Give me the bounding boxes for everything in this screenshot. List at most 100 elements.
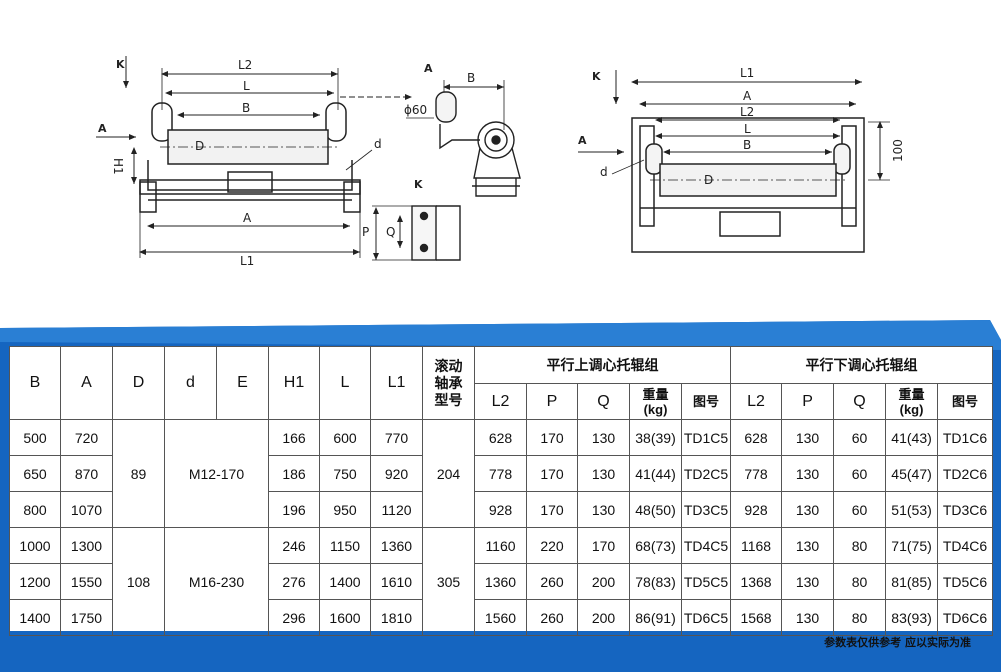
cell-d-group-1: 89 (112, 419, 165, 528)
cell-h1: 186 (268, 455, 320, 492)
cell-upper-drawing: TD6C5 (680, 599, 732, 636)
header-upper-group: 平行上调心托辊组 (473, 346, 732, 384)
cell-lower-q: 80 (833, 527, 887, 564)
cell-lower-drawing: TD1C6 (937, 419, 994, 456)
left-d-label: D (195, 139, 204, 153)
spec-table: B A D d E H1 L L1 滚动 轴承 型号 平行上调心托辊组 平行下调… (9, 346, 994, 636)
cell-upper-weight: 48(50) (629, 491, 682, 528)
cell-lower-weight: 81(85) (885, 563, 939, 600)
cell-b: 800 (9, 491, 61, 528)
header-lower-l2: L2 (730, 383, 783, 420)
right-b-label: B (743, 138, 751, 152)
cell-b: 1400 (9, 599, 61, 636)
spec-table-container: B A D d E H1 L L1 滚动 轴承 型号 平行上调心托辊组 平行下调… (9, 346, 994, 636)
side-phi-label: ϕ60 (404, 103, 427, 117)
cell-lower-weight: 51(53) (885, 491, 939, 528)
cell-lower-weight: 71(75) (885, 527, 939, 564)
cell-lower-p: 130 (781, 455, 835, 492)
header-bearing-line-1: 滚动 (434, 357, 463, 374)
cell-l: 950 (319, 491, 371, 528)
right-100-label: 100 (891, 139, 905, 162)
header-upper-q: Q (577, 383, 630, 420)
header-upper-p: P (526, 383, 578, 420)
header-lower-weight: 重量 (kg) (885, 383, 939, 420)
cell-d-group-2: 108 (112, 527, 165, 636)
header-bearing-line-3: 型号 (434, 391, 463, 408)
cell-b: 500 (9, 419, 61, 456)
cell-a: 870 (60, 455, 113, 492)
cell-lower-p: 130 (781, 599, 835, 636)
cell-upper-p: 260 (526, 563, 578, 600)
cell-upper-p: 170 (526, 419, 578, 456)
table-row: 650 870 186 750 920 778 170 130 41(44) T… (9, 455, 994, 492)
right-a-arrow-label: A (578, 134, 587, 147)
table-row: 1200 1550 276 1400 1610 1360 260 200 78(… (9, 563, 994, 600)
cell-a: 720 (60, 419, 113, 456)
right-a-label: A (743, 89, 752, 103)
cell-lower-l2: 928 (730, 491, 783, 528)
cell-upper-weight: 38(39) (629, 419, 682, 456)
cell-l: 1150 (319, 527, 371, 564)
cell-upper-q: 130 (577, 491, 630, 528)
header-lower-p: P (781, 383, 835, 420)
header-upper-weight: 重量 (kg) (629, 383, 682, 420)
cell-upper-l2: 1160 (474, 527, 527, 564)
cell-lower-weight: 41(43) (885, 419, 939, 456)
header-upper-l2: L2 (474, 383, 527, 420)
header-d-small: d (164, 346, 217, 420)
cell-lower-drawing: TD2C6 (937, 455, 994, 492)
header-d-large: D (112, 346, 165, 420)
side-b-label: B (467, 71, 475, 85)
header-upper-weight-line-1: 重量 (642, 386, 669, 402)
left-a-label: A (243, 211, 252, 225)
cell-l: 600 (319, 419, 371, 456)
cell-lower-l2: 1168 (730, 527, 783, 564)
left-front-view (96, 56, 412, 258)
right-front-view (578, 70, 890, 253)
cell-l: 750 (319, 455, 371, 492)
header-lower-weight-line-1: 重量 (898, 386, 925, 402)
cell-h1: 296 (268, 599, 320, 636)
cell-upper-drawing: TD5C5 (680, 563, 732, 600)
footnote: 参数表仅供参考 应以实际为准 (824, 636, 971, 649)
header-l: L (319, 346, 371, 420)
cell-upper-drawing: TD3C5 (680, 491, 732, 528)
cell-l1: 1610 (370, 563, 423, 600)
cell-b: 1200 (9, 563, 61, 600)
cell-lower-q: 80 (833, 563, 887, 600)
header-b: B (9, 346, 61, 420)
right-l2-label: L2 (740, 105, 754, 119)
cell-lower-drawing: TD6C6 (937, 599, 994, 636)
header-upper-weight-line-2: (kg) (643, 401, 668, 417)
cell-lower-l2: 1568 (730, 599, 783, 636)
header-a: A (60, 346, 113, 420)
cell-l: 1400 (319, 563, 371, 600)
cell-h1: 196 (268, 491, 320, 528)
header-bearing-line-2: 轴承 (434, 374, 463, 391)
cell-a: 1300 (60, 527, 113, 564)
cell-b: 650 (9, 455, 61, 492)
cell-lower-p: 130 (781, 527, 835, 564)
cell-upper-l2: 928 (474, 491, 527, 528)
cell-lower-q: 60 (833, 491, 887, 528)
cell-bearing-group-1: 204 (422, 419, 475, 528)
side-a-label: A (424, 62, 433, 75)
table-row: 500 720 89 M12-170 166 600 770 204 628 1… (9, 419, 994, 528)
cell-upper-drawing: TD4C5 (680, 527, 732, 564)
cell-upper-weight: 86(91) (629, 599, 682, 636)
right-k-label: K (592, 70, 601, 83)
cell-upper-l2: 778 (474, 455, 527, 492)
right-l-label: L (744, 122, 751, 136)
cell-lower-p: 130 (781, 491, 835, 528)
left-l-label: L (243, 79, 250, 93)
cell-upper-weight: 68(73) (629, 527, 682, 564)
header-l1: L1 (370, 346, 423, 420)
cell-lower-l2: 778 (730, 455, 783, 492)
cell-l1: 1810 (370, 599, 423, 636)
cell-upper-q: 200 (577, 563, 630, 600)
cell-upper-q: 130 (577, 419, 630, 456)
left-h1-label: H1 (111, 158, 125, 175)
cell-de-group-1: M12-170 (164, 419, 269, 528)
side-view (406, 80, 521, 197)
cell-a: 1750 (60, 599, 113, 636)
